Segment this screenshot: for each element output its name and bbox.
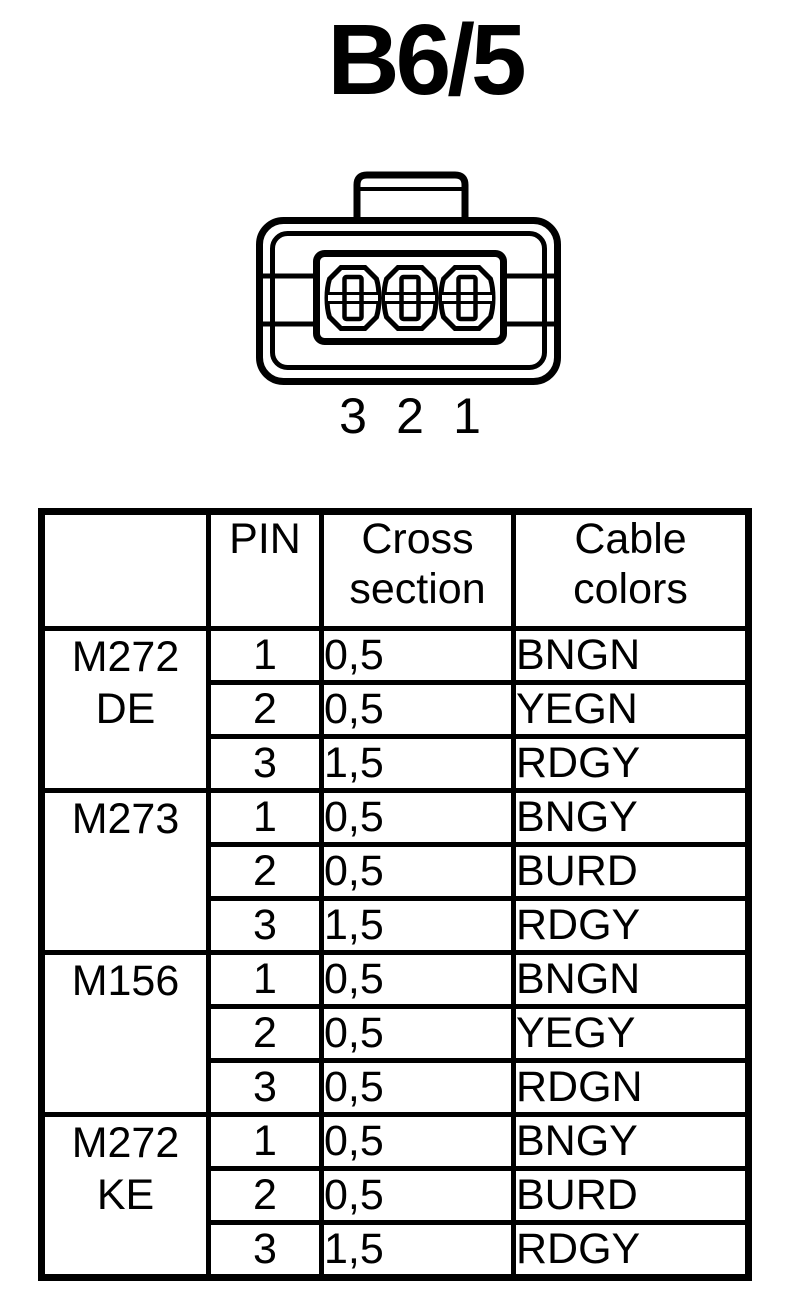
cell-cable: BNGN (511, 626, 751, 685)
table-row: M156 1 0,5 BNGN (39, 950, 751, 1117)
table-row: 2 0,5 YEGN (42, 680, 751, 739)
cell-cable: BURD (511, 842, 751, 901)
cell-pin: 2 (206, 1004, 324, 1063)
pin-socket-1 (438, 265, 496, 331)
cell-cable: RDGY (511, 734, 751, 793)
pin-number-3: 3 (339, 388, 367, 444)
cell-pin: 1 (206, 950, 324, 1009)
header-group (39, 509, 211, 631)
table-header-row: PIN Cross section Cable colors (39, 509, 751, 631)
cell-cable: RDGY (511, 1220, 751, 1280)
group-label-m272ke: M272 KE (39, 1112, 211, 1280)
cell-pin: 3 (206, 1058, 324, 1117)
group-label-m272de: M272 DE (39, 626, 211, 793)
cell-cable: BNGN (511, 950, 751, 1009)
page-title: B6/5 (0, 10, 800, 110)
cell-cross: 0,5 (319, 1058, 516, 1117)
cell-pin: 3 (206, 734, 324, 793)
cell-cross: 1,5 (319, 734, 516, 793)
header-cable-colors: Cable colors (511, 509, 751, 631)
cell-cross: 0,5 (319, 788, 516, 847)
table-row: M273 1 0,5 BNGY (39, 788, 751, 955)
table-row: 2 0,5 YEGY (42, 1004, 751, 1063)
cell-cross: 0,5 (319, 626, 516, 685)
table-row: M272 DE 1 0,5 BNGN (39, 626, 751, 793)
cell-cross: 0,5 (319, 1166, 516, 1225)
cell-cross: 0,5 (319, 1004, 516, 1063)
group-label-m156: M156 (39, 950, 211, 1117)
cell-pin: 3 (206, 1220, 324, 1280)
cell-cable: RDGY (511, 896, 751, 955)
cell-cross: 0,5 (319, 950, 516, 1009)
cell-cross: 0,5 (319, 842, 516, 901)
cell-cross: 0,5 (319, 680, 516, 739)
table-row: M272 KE 1 0,5 BNGY (39, 1112, 751, 1280)
group-label-m273: M273 (39, 788, 211, 955)
cell-cross: 1,5 (319, 1220, 516, 1280)
cell-cross: 1,5 (319, 896, 516, 955)
cell-cable: BNGY (511, 1112, 751, 1171)
pin-socket-3 (324, 265, 382, 331)
cell-cable: YEGN (511, 680, 751, 739)
connector-diagram: 3 2 1 (250, 170, 570, 450)
cell-pin: 2 (206, 680, 324, 739)
cell-pin: 1 (206, 626, 324, 685)
cell-cable: YEGY (511, 1004, 751, 1063)
connector-drawing-icon: 3 2 1 (256, 171, 561, 444)
connector-inner-outline (270, 231, 547, 370)
cell-pin: 2 (206, 1166, 324, 1225)
cell-cable: BNGY (511, 788, 751, 847)
table-row: 2 0,5 BURD (42, 842, 751, 901)
cell-cross: 0,5 (319, 1112, 516, 1171)
pin-socket-2 (381, 265, 439, 331)
pin-assignment-table: PIN Cross section Cable colors M272 DE 1… (38, 508, 752, 1281)
table-row: 3 1,5 RDGY (42, 1220, 751, 1280)
cell-pin: 1 (206, 1112, 324, 1171)
table-row: 3 0,5 RDGN (42, 1058, 751, 1117)
pin-number-2: 2 (396, 388, 424, 444)
cell-cable: RDGN (511, 1058, 751, 1117)
table-row: 2 0,5 BURD (42, 1166, 751, 1225)
table-row: 3 1,5 RDGY (42, 734, 751, 793)
header-pin: PIN (206, 509, 324, 631)
connector-id-label: B6/5 (327, 4, 526, 116)
cell-pin: 2 (206, 842, 324, 901)
header-cross-section: Cross section (319, 509, 516, 631)
pin-number-1: 1 (453, 388, 481, 444)
table-row: 3 1,5 RDGY (42, 896, 751, 955)
cell-pin: 3 (206, 896, 324, 955)
cell-cable: BURD (511, 1166, 751, 1225)
cell-pin: 1 (206, 788, 324, 847)
connector-tab (353, 171, 469, 222)
